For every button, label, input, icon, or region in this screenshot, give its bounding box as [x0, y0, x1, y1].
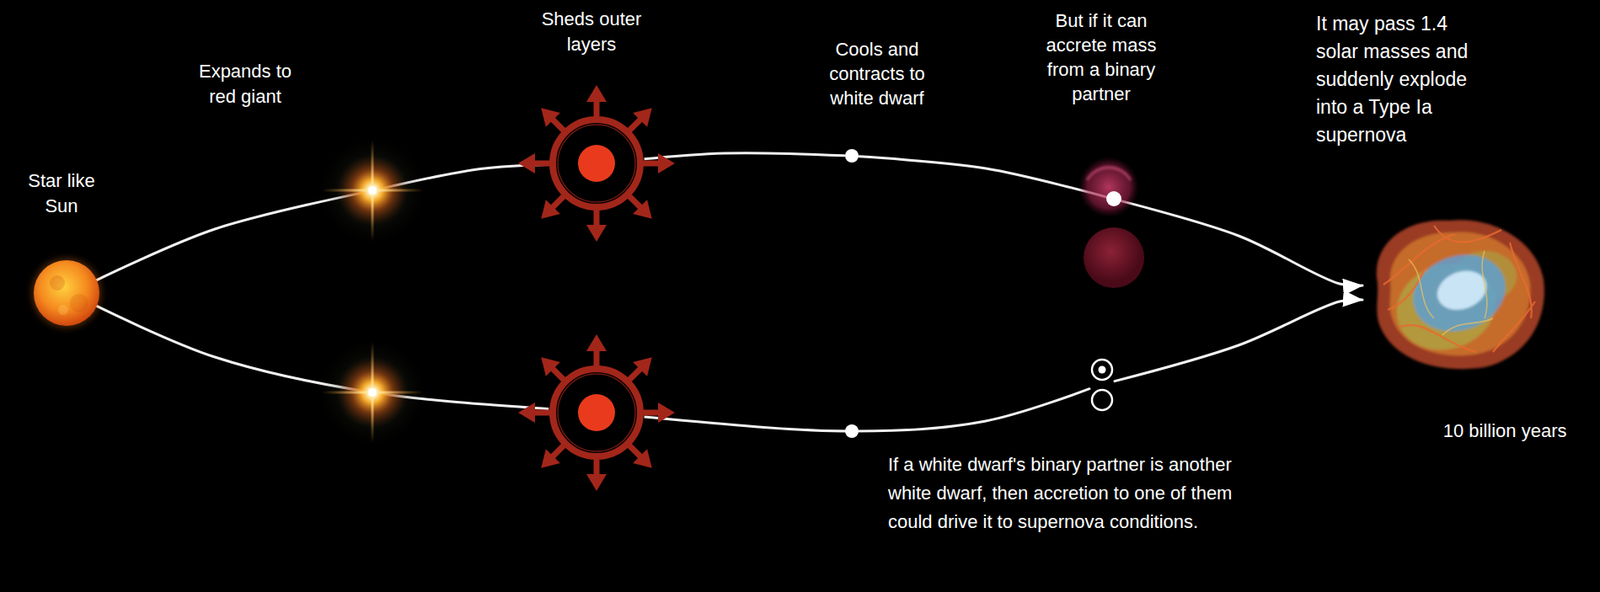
- supernova-stage: It may pass 1.4 solar masses and suddenl…: [1362, 213, 1557, 374]
- label-slot: Expands to red giant: [191, 58, 300, 110]
- double-white-dwarf-stage: If a white dwarf's binary partner is ano…: [1089, 356, 1115, 414]
- white-dwarf-orbit: [1091, 390, 1113, 411]
- stage-label: Star like Sun: [19, 168, 104, 220]
- stage-label: 10 billion years: [1443, 418, 1568, 445]
- label-slot: 10 billion years: [1443, 418, 1568, 445]
- supernova-picture: [1376, 219, 1545, 370]
- red-giant-stage: Expands to red giant: [362, 180, 383, 201]
- shedding-symbol: [518, 334, 675, 492]
- life-path-connector: [1122, 201, 1363, 286]
- shedding-stage: Sheds outer layers: [577, 144, 616, 183]
- white-dwarf-dot: [845, 149, 859, 163]
- nebula-filament: [1408, 251, 1493, 336]
- stage-label: Cools and contracts to white dwarf: [822, 37, 932, 111]
- stage-label: Expands to red giant: [191, 58, 300, 110]
- sun-spot: [49, 275, 65, 291]
- accretion-arc: [1086, 167, 1131, 181]
- sun-glow: [32, 258, 102, 328]
- nebula-filament: [1383, 225, 1536, 353]
- companion-star: [1083, 227, 1145, 289]
- sun-picture: [32, 258, 102, 328]
- nebula-shell: [1376, 219, 1545, 370]
- shedding-symbol: [518, 85, 675, 242]
- life-path-connector: [859, 156, 1106, 198]
- label-slot: Cools and contracts to white dwarf: [822, 37, 932, 111]
- nebula-body: [1376, 219, 1545, 370]
- stage-label: But if it can accrete mass from a binary…: [1038, 8, 1164, 107]
- stage-label: If a white dwarf's binary partner is ano…: [888, 450, 1253, 537]
- double-white-dwarf-symbol: [1091, 359, 1113, 411]
- red-giant-picture: [320, 138, 425, 243]
- label-slot: But if it can accrete mass from a binary…: [1038, 8, 1164, 107]
- sun-spot: [69, 294, 89, 313]
- white-dwarf-orbit: [1091, 359, 1113, 380]
- accretion-glow: [1078, 156, 1140, 218]
- red-giant-picture: [320, 340, 425, 445]
- label-slot: If a white dwarf's binary partner is ano…: [888, 450, 1253, 537]
- sun-stage: Star like Sun: [33, 260, 100, 327]
- binary-partner-picture: [1078, 156, 1145, 289]
- life-path-connector: [1114, 299, 1363, 382]
- label-slot: Star like Sun: [19, 168, 104, 220]
- white-dwarf-stage: Cools and contracts to white dwarf: [844, 148, 860, 164]
- white-dwarf-dot: [845, 424, 859, 439]
- binary-accretion-stage: But if it can accrete mass from a binary…: [1105, 190, 1123, 208]
- sun-disc: [33, 260, 100, 327]
- stage-label: Sheds outer layers: [535, 6, 649, 58]
- label-slot: It may pass 1.4 solar masses and suddenl…: [1316, 10, 1481, 150]
- white-dwarf-dot: [1098, 366, 1107, 375]
- label-slot: Sheds outer layers: [535, 6, 649, 58]
- nebula-core: [1402, 242, 1516, 345]
- white-dwarf-dot: [1106, 191, 1122, 207]
- stage-label: It may pass 1.4 solar masses and suddenl…: [1316, 10, 1481, 150]
- sun-spot: [58, 305, 69, 316]
